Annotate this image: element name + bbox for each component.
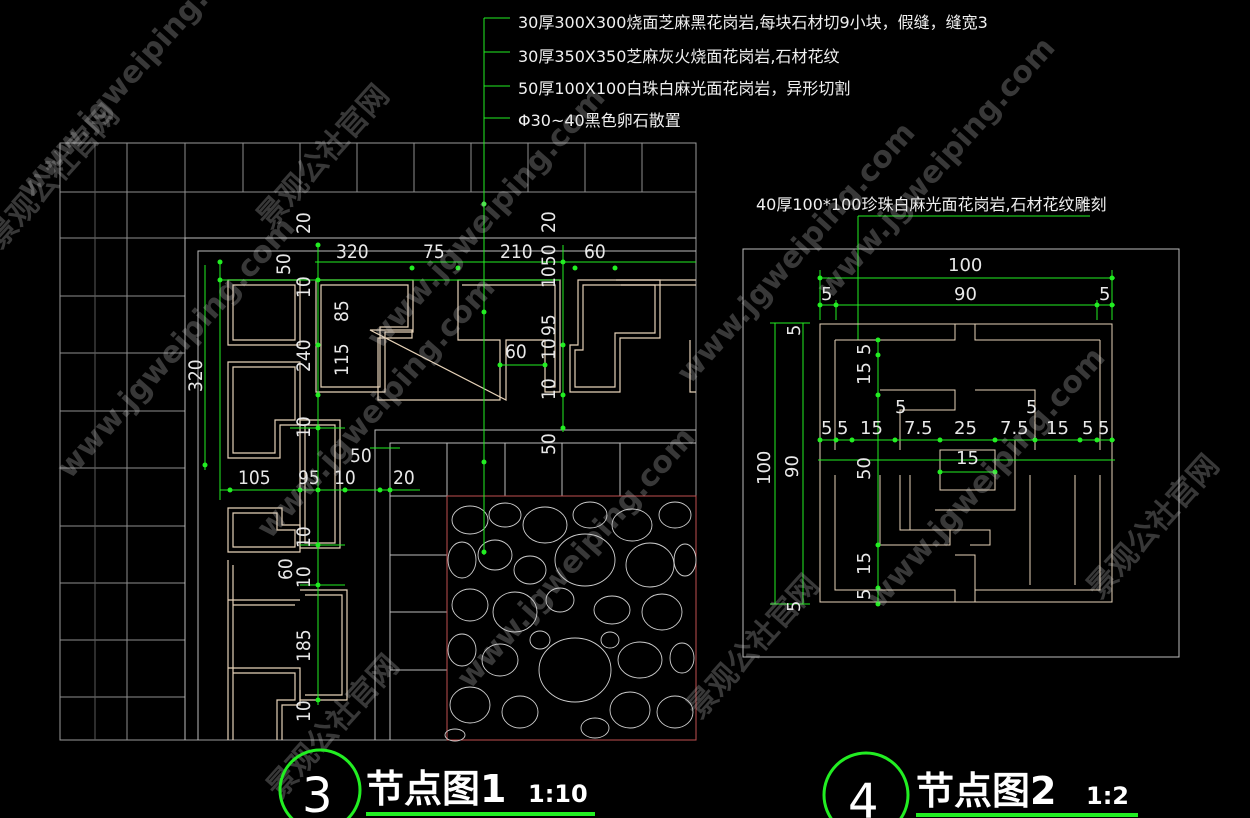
dim2-top-5a: 5 [821, 284, 832, 305]
watermark: 景观公社官网 [1080, 448, 1226, 605]
dim2-row-7-5b: 7.5 [1000, 418, 1029, 439]
dim2-row-5a: 5 [821, 418, 832, 439]
detail-2-dim-lines [770, 270, 1115, 605]
dim2-overall-100: 100 [948, 255, 982, 276]
detail-1-frame [59, 142, 697, 741]
dim2-v-15b: 15 [854, 552, 875, 575]
dim-v-1050: 1050 [538, 245, 560, 289]
title-detail-2: 4 节点图2 1:2 [822, 751, 1138, 818]
dim-v-115: 115 [331, 343, 353, 376]
dim-h-60: 60 [505, 341, 527, 363]
dim-v-10e: 10 [293, 566, 315, 588]
title-2-scale: 1:2 [1086, 782, 1129, 810]
dim2-row-15b: 15 [1046, 418, 1069, 439]
callout-1: 30厚300X300烧面芝麻黑花岗岩,每块石材切9小块，假缝，缝宽3 [518, 13, 988, 32]
pebble-field [444, 495, 697, 742]
title-1-scale: 1:10 [528, 780, 588, 808]
callout-4: Φ30~40黑色卵石散置 [518, 111, 681, 130]
dim2-v-5c: 5 [854, 589, 875, 600]
title-detail-1: 3 节点图1 1:10 [278, 748, 595, 818]
dim-v-320: 320 [185, 359, 207, 392]
dim-h-10: 10 [334, 467, 356, 489]
detail-2-dim-texts: 100 5 90 5 100 90 5 5 15 50 15 5 5 5 5 1… [754, 255, 1110, 612]
watermark: www.jgweiping.com [360, 80, 612, 355]
watermark: 景观公社官网 [680, 568, 826, 725]
title-2-name: 节点图2 [916, 769, 1056, 813]
dim2-top-5b: 5 [1099, 284, 1110, 305]
dim2-row-7-5a: 7.5 [904, 418, 933, 439]
dim2-v-15a: 15 [854, 362, 875, 385]
detail-2: 40厚100*100珍珠白麻光面花岗岩,石材花纹雕刻 [742, 195, 1180, 658]
detail-1-dim-ticks [202, 201, 618, 703]
dim-h-20: 20 [393, 467, 415, 489]
callout-3: 50厚100X100白珠白麻光面花岗岩，异形切割 [518, 79, 850, 98]
watermark: www.jgweiping.com [810, 30, 1062, 305]
dim-v-10d: 10 [293, 526, 315, 548]
watermark: 景观公社官网 [250, 78, 396, 235]
title-1-name: 节点图1 [366, 767, 506, 811]
dim-v-240: 240 [293, 339, 315, 372]
dim2-row-15a: 15 [860, 418, 883, 439]
dim2-inner-5a: 5 [895, 397, 906, 418]
dim2-row-5d: 5 [1098, 418, 1109, 439]
dim-v-95: 95 [538, 314, 560, 336]
dim-top-60: 60 [584, 241, 606, 263]
detail-1: 30厚300X300烧面芝麻黑花岗岩,每块石材切9小块，假缝，缝宽3 30厚35… [59, 13, 988, 742]
watermark: www.jgweiping.com [50, 210, 302, 485]
dim-h-50: 50 [350, 445, 372, 467]
title-1-number: 3 [302, 768, 333, 818]
dim-v-20a: 20 [293, 212, 315, 234]
dim2-left-90: 90 [782, 455, 803, 478]
border-bands [184, 237, 696, 740]
dim-v-10b: 10 [293, 416, 315, 438]
dim-v-10f: 10 [293, 700, 315, 722]
dim2-v-50: 50 [854, 457, 875, 480]
dim2-row-5b: 5 [837, 418, 848, 439]
dim-top-75: 75 [423, 241, 445, 263]
dim-v-10c: 10 [538, 338, 560, 360]
dim-v-10a: 10 [293, 276, 315, 298]
dim-v-85: 85 [331, 300, 353, 322]
detail-1-dim-lines [204, 17, 696, 705]
detail-2-frame [742, 248, 1180, 658]
dim-v-50: 50 [273, 253, 295, 275]
title-2-circle [822, 751, 910, 818]
watermark: www.jgweiping.com [860, 340, 1112, 615]
callout-detail-2: 40厚100*100珍珠白麻光面花岗岩,石材花纹雕刻 [756, 195, 1107, 214]
dim2-v-5a: 5 [784, 325, 805, 336]
dim-v-10-85: 10 [538, 378, 560, 400]
dim-top-320: 320 [336, 241, 369, 263]
dim2-v-5d: 5 [784, 601, 805, 612]
dim2-center-15: 15 [956, 448, 979, 469]
title-1-circle [278, 748, 362, 818]
dim2-left-100: 100 [754, 451, 775, 485]
detail-1-callouts: 30厚300X300烧面芝麻黑花岗岩,每块石材切9小块，假缝，缝宽3 30厚35… [518, 13, 988, 130]
dim-v-185: 185 [293, 629, 315, 662]
watermark: www.jgweiping.com [670, 115, 922, 390]
carved-pattern [819, 323, 1113, 603]
dim-top-210: 210 [500, 241, 533, 263]
callout-2: 30厚350X350芝麻灰火烧面花岗岩,石材花纹 [518, 47, 840, 66]
dim2-row-25: 25 [954, 418, 977, 439]
dim2-row-5c: 5 [1082, 418, 1093, 439]
fret-pattern [227, 279, 696, 740]
title-2-number: 4 [848, 774, 879, 818]
detail-2-dim-ticks [817, 275, 1115, 607]
dim2-v-5b: 5 [854, 344, 875, 355]
detail-1-dim-texts: 320 75 210 60 20 50 10 320 240 10 85 115… [185, 211, 606, 722]
dim2-inner-5b: 5 [1026, 397, 1037, 418]
dim-h-95: 95 [298, 467, 320, 489]
dim2-top-90: 90 [954, 284, 977, 305]
dim-v-50b: 50 [538, 433, 560, 455]
dim-v-20b: 20 [538, 211, 560, 233]
dim-h-105: 105 [238, 467, 271, 489]
dim-v-60: 60 [275, 558, 297, 580]
